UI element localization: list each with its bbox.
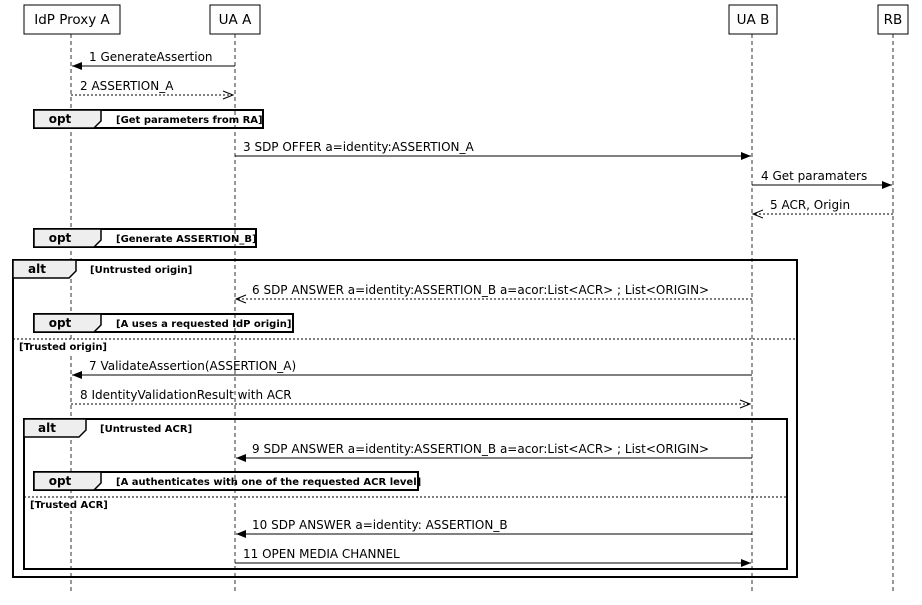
fragment-alt-origin: alt [Untrusted origin] [Trusted origin] xyxy=(12,259,798,578)
message-10: 10 SDP ANSWER a=identity: ASSERTION_B xyxy=(236,518,752,538)
message-label: 3 SDP OFFER a=identity:ASSERTION_A xyxy=(243,140,474,154)
message-7: 7 ValidateAssertion(ASSERTION_A) xyxy=(72,359,752,379)
fragment-guard: [A uses a requested IdP origin] xyxy=(116,319,291,330)
fragment-operator: alt xyxy=(38,421,56,435)
message-label: 4 Get paramaters xyxy=(761,169,867,183)
fragment-alt-acr: alt [Untrusted ACR] [Trusted ACR] xyxy=(23,418,788,570)
fragment-opt-idp-origin: opt [A uses a requested IdP origin] xyxy=(33,313,294,333)
fragment-operator: opt xyxy=(49,112,72,126)
arrowhead-filled xyxy=(741,559,751,567)
arrowhead-filled xyxy=(72,371,82,379)
fragment-opt-acr-level: opt [A authenticates with one of the req… xyxy=(33,471,421,491)
participant-ua-b: UA B xyxy=(728,4,778,35)
arrowhead-filled xyxy=(236,454,246,462)
participant-ua-a: UA A xyxy=(209,4,261,35)
fragment-operator: opt xyxy=(49,474,72,488)
message-5: 5 ACR, Origin xyxy=(751,198,893,219)
message-label: 6 SDP ANSWER a=identity:ASSERTION_B a=ac… xyxy=(252,283,709,297)
participant-label: UA B xyxy=(737,12,770,28)
message-label: 5 ACR, Origin xyxy=(770,198,850,212)
fragment-operator: opt xyxy=(49,231,72,245)
message-1: 1 GenerateAssertion xyxy=(72,50,235,70)
arrowhead-open xyxy=(234,294,247,304)
message-8: 8 IdentityValidationResult with ACR xyxy=(71,388,752,409)
participant-label: UA A xyxy=(219,12,252,28)
fragment-operator: opt xyxy=(49,316,72,330)
fragment-else-guard: [Trusted ACR] xyxy=(30,500,108,511)
fragment-opt-get-parameters: opt [Get parameters from RA] xyxy=(33,109,264,129)
message-label: 9 SDP ANSWER a=identity:ASSERTION_B a=ac… xyxy=(252,442,709,456)
message-label: 8 IdentityValidationResult with ACR xyxy=(80,388,292,402)
message-label: 10 SDP ANSWER a=identity: ASSERTION_B xyxy=(252,518,508,532)
message-11: 11 OPEN MEDIA CHANNEL xyxy=(235,547,751,567)
participant-label: IdP Proxy A xyxy=(34,12,110,28)
arrowhead-open xyxy=(751,209,764,219)
arrowhead-filled xyxy=(72,62,82,70)
fragment-guard: [Get parameters from RA] xyxy=(116,115,263,126)
message-label: 7 ValidateAssertion(ASSERTION_A) xyxy=(89,359,296,373)
arrowhead-filled xyxy=(741,152,751,160)
fragment-else-guard: [Trusted origin] xyxy=(19,342,107,353)
fragment-guard: [Untrusted origin] xyxy=(90,265,192,276)
fragment-operator: alt xyxy=(28,262,46,276)
participant-label: RB xyxy=(884,12,903,28)
message-3: 3 SDP OFFER a=identity:ASSERTION_A xyxy=(235,140,751,160)
fragments: opt [Get parameters from RA] opt [Genera… xyxy=(12,109,798,578)
message-2: 2 ASSERTION_A xyxy=(71,79,235,100)
message-label: 11 OPEN MEDIA CHANNEL xyxy=(243,547,400,561)
fragment-guard: [Generate ASSERTION_B] xyxy=(116,234,257,245)
arrowhead-filled xyxy=(236,530,246,538)
fragment-opt-generate-assertion-b: opt [Generate ASSERTION_B] xyxy=(33,228,257,248)
arrowhead-open xyxy=(222,90,235,100)
participants: IdP Proxy A UA A UA B RB xyxy=(23,4,909,35)
fragment-guard: [Untrusted ACR] xyxy=(100,424,192,435)
fragment-guard: [A authenticates with one of the request… xyxy=(116,477,421,488)
message-9: 9 SDP ANSWER a=identity:ASSERTION_B a=ac… xyxy=(236,442,752,462)
messages: 1 GenerateAssertion 2 ASSERTION_A 3 SDP … xyxy=(71,50,893,567)
message-6: 6 SDP ANSWER a=identity:ASSERTION_B a=ac… xyxy=(234,283,752,304)
participant-idp-proxy-a: IdP Proxy A xyxy=(23,4,121,35)
participant-rb: RB xyxy=(877,4,909,35)
arrowhead-open xyxy=(739,399,752,409)
message-label: 2 ASSERTION_A xyxy=(80,79,174,93)
arrowhead-filled xyxy=(882,181,892,189)
message-label: 1 GenerateAssertion xyxy=(89,50,213,64)
message-4: 4 Get paramaters xyxy=(752,169,892,189)
